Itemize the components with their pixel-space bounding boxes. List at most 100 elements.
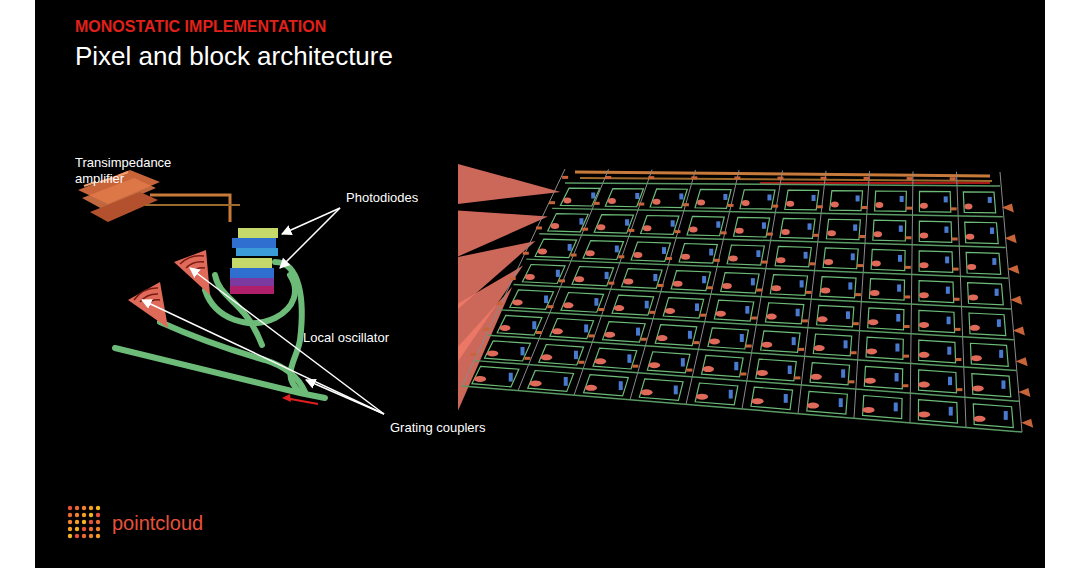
pixel-photodiode: [848, 282, 852, 289]
pixel-coupler: [586, 250, 595, 256]
pixel-waveguide: [810, 363, 849, 385]
pixel-tia: [903, 355, 909, 358]
pixel-photodiode: [944, 196, 948, 202]
pixel-waveguide: [866, 337, 903, 359]
pixel-tia: [905, 266, 911, 269]
pixel-tia: [658, 284, 664, 287]
pixel-tia: [777, 177, 783, 180]
pixel-photodiode: [949, 407, 953, 416]
pixel-photodiode: [635, 193, 639, 199]
pixel-waveguide: [871, 249, 905, 270]
logo-dot: [75, 506, 79, 510]
pixel-tia: [756, 289, 762, 292]
pixel-coupler: [742, 200, 750, 206]
pixel-waveguide: [919, 340, 956, 363]
pixel-photodiode: [948, 377, 952, 385]
pixel-tia: [536, 226, 542, 229]
part-label: Photodiodes: [346, 190, 418, 206]
pixel-coupler: [696, 394, 708, 400]
pixel-coupler: [918, 411, 930, 417]
pixel-waveguide: [647, 352, 690, 373]
pixel-waveguide: [702, 355, 744, 377]
pixel-photodiode: [674, 386, 678, 395]
logo-dot: [96, 534, 100, 538]
pixel-waveguide: [510, 290, 554, 309]
pixel-tia: [641, 338, 647, 341]
logo-dot: [82, 506, 86, 510]
pixel-waveguide: [631, 242, 670, 261]
pixel-waveguide: [973, 404, 1013, 428]
pixel-waveguide: [695, 383, 738, 405]
pixel-photodiode: [716, 221, 720, 227]
pixel-photodiode: [574, 351, 578, 359]
logo-dot: [96, 527, 100, 531]
pixel-tia: [582, 228, 588, 231]
pixel-tia: [674, 230, 680, 233]
pixel-tia: [648, 176, 654, 179]
pixel-coupler: [862, 407, 874, 413]
logo-dot: [82, 513, 86, 517]
pixel-coupler: [624, 279, 634, 285]
pixel-tia: [523, 252, 529, 255]
pixel-photodiode: [556, 270, 560, 277]
pixel-waveguide: [970, 343, 1008, 366]
pixel-photodiode: [944, 226, 948, 232]
pixel-waveguide: [650, 189, 687, 208]
pixel-tia: [762, 261, 768, 264]
pixel-coupler: [771, 285, 781, 291]
pixel-coupler: [821, 288, 831, 294]
pixel-waveguide: [770, 275, 807, 296]
pixel-photodiode: [946, 287, 950, 294]
pixel-coupler: [873, 231, 882, 237]
pixel-coupler: [756, 370, 768, 376]
pixel-photodiode: [615, 246, 619, 253]
pixel-photodiode: [1001, 380, 1005, 388]
input-arrow-head: [282, 394, 291, 402]
pixel-waveguide: [622, 269, 662, 289]
pixel-photodiode: [899, 225, 903, 231]
pixel-coupler: [614, 305, 624, 311]
pixel-waveguide: [775, 246, 811, 266]
pixel-photodiode: [702, 276, 706, 283]
pixel-tia: [864, 177, 870, 180]
pixel-coupler: [722, 283, 732, 289]
pixel-coupler: [538, 248, 547, 254]
pixel-tia: [714, 259, 720, 262]
grid-waveguide: [488, 335, 1017, 370]
pixel-coupler: [807, 403, 819, 409]
pixel-tia: [855, 293, 861, 296]
logo-dot: [82, 527, 86, 531]
pixel-tia: [483, 328, 489, 331]
pixel-tia: [562, 176, 568, 179]
pixel-tia: [817, 205, 823, 208]
pixel-tia: [813, 234, 819, 237]
pixel-waveguide: [734, 217, 770, 237]
pixel-tia: [956, 388, 962, 391]
grid-wire: [630, 170, 696, 400]
pixel-waveguide: [863, 396, 902, 419]
waveguide: [115, 262, 325, 398]
pixel-tia: [571, 254, 577, 257]
pixel-waveguide: [968, 283, 1004, 305]
pixel-waveguide: [826, 219, 860, 239]
logo-dot: [75, 513, 79, 517]
light-beam: [458, 164, 560, 204]
pixel-waveguide: [875, 191, 907, 211]
pixel-photodiode: [636, 328, 640, 336]
pixel-waveguide: [740, 190, 775, 209]
pixel-photodiode: [945, 257, 949, 264]
pixel-coupler: [786, 201, 794, 207]
pixel-coupler: [920, 203, 928, 209]
pixel-tia: [638, 203, 644, 206]
pixel-coupler: [597, 224, 606, 230]
pixel-photodiode: [851, 253, 855, 260]
pixel-waveguide: [869, 279, 904, 301]
pixel-waveguide: [919, 310, 955, 332]
pixel-waveguide: [560, 188, 599, 206]
pixel-tia: [547, 305, 553, 308]
pixel-coupler: [653, 199, 661, 205]
pixel-coupler: [574, 276, 584, 282]
pixel-tia: [851, 351, 857, 354]
pixel-waveguide: [522, 265, 565, 284]
pixel-tia: [618, 255, 624, 258]
